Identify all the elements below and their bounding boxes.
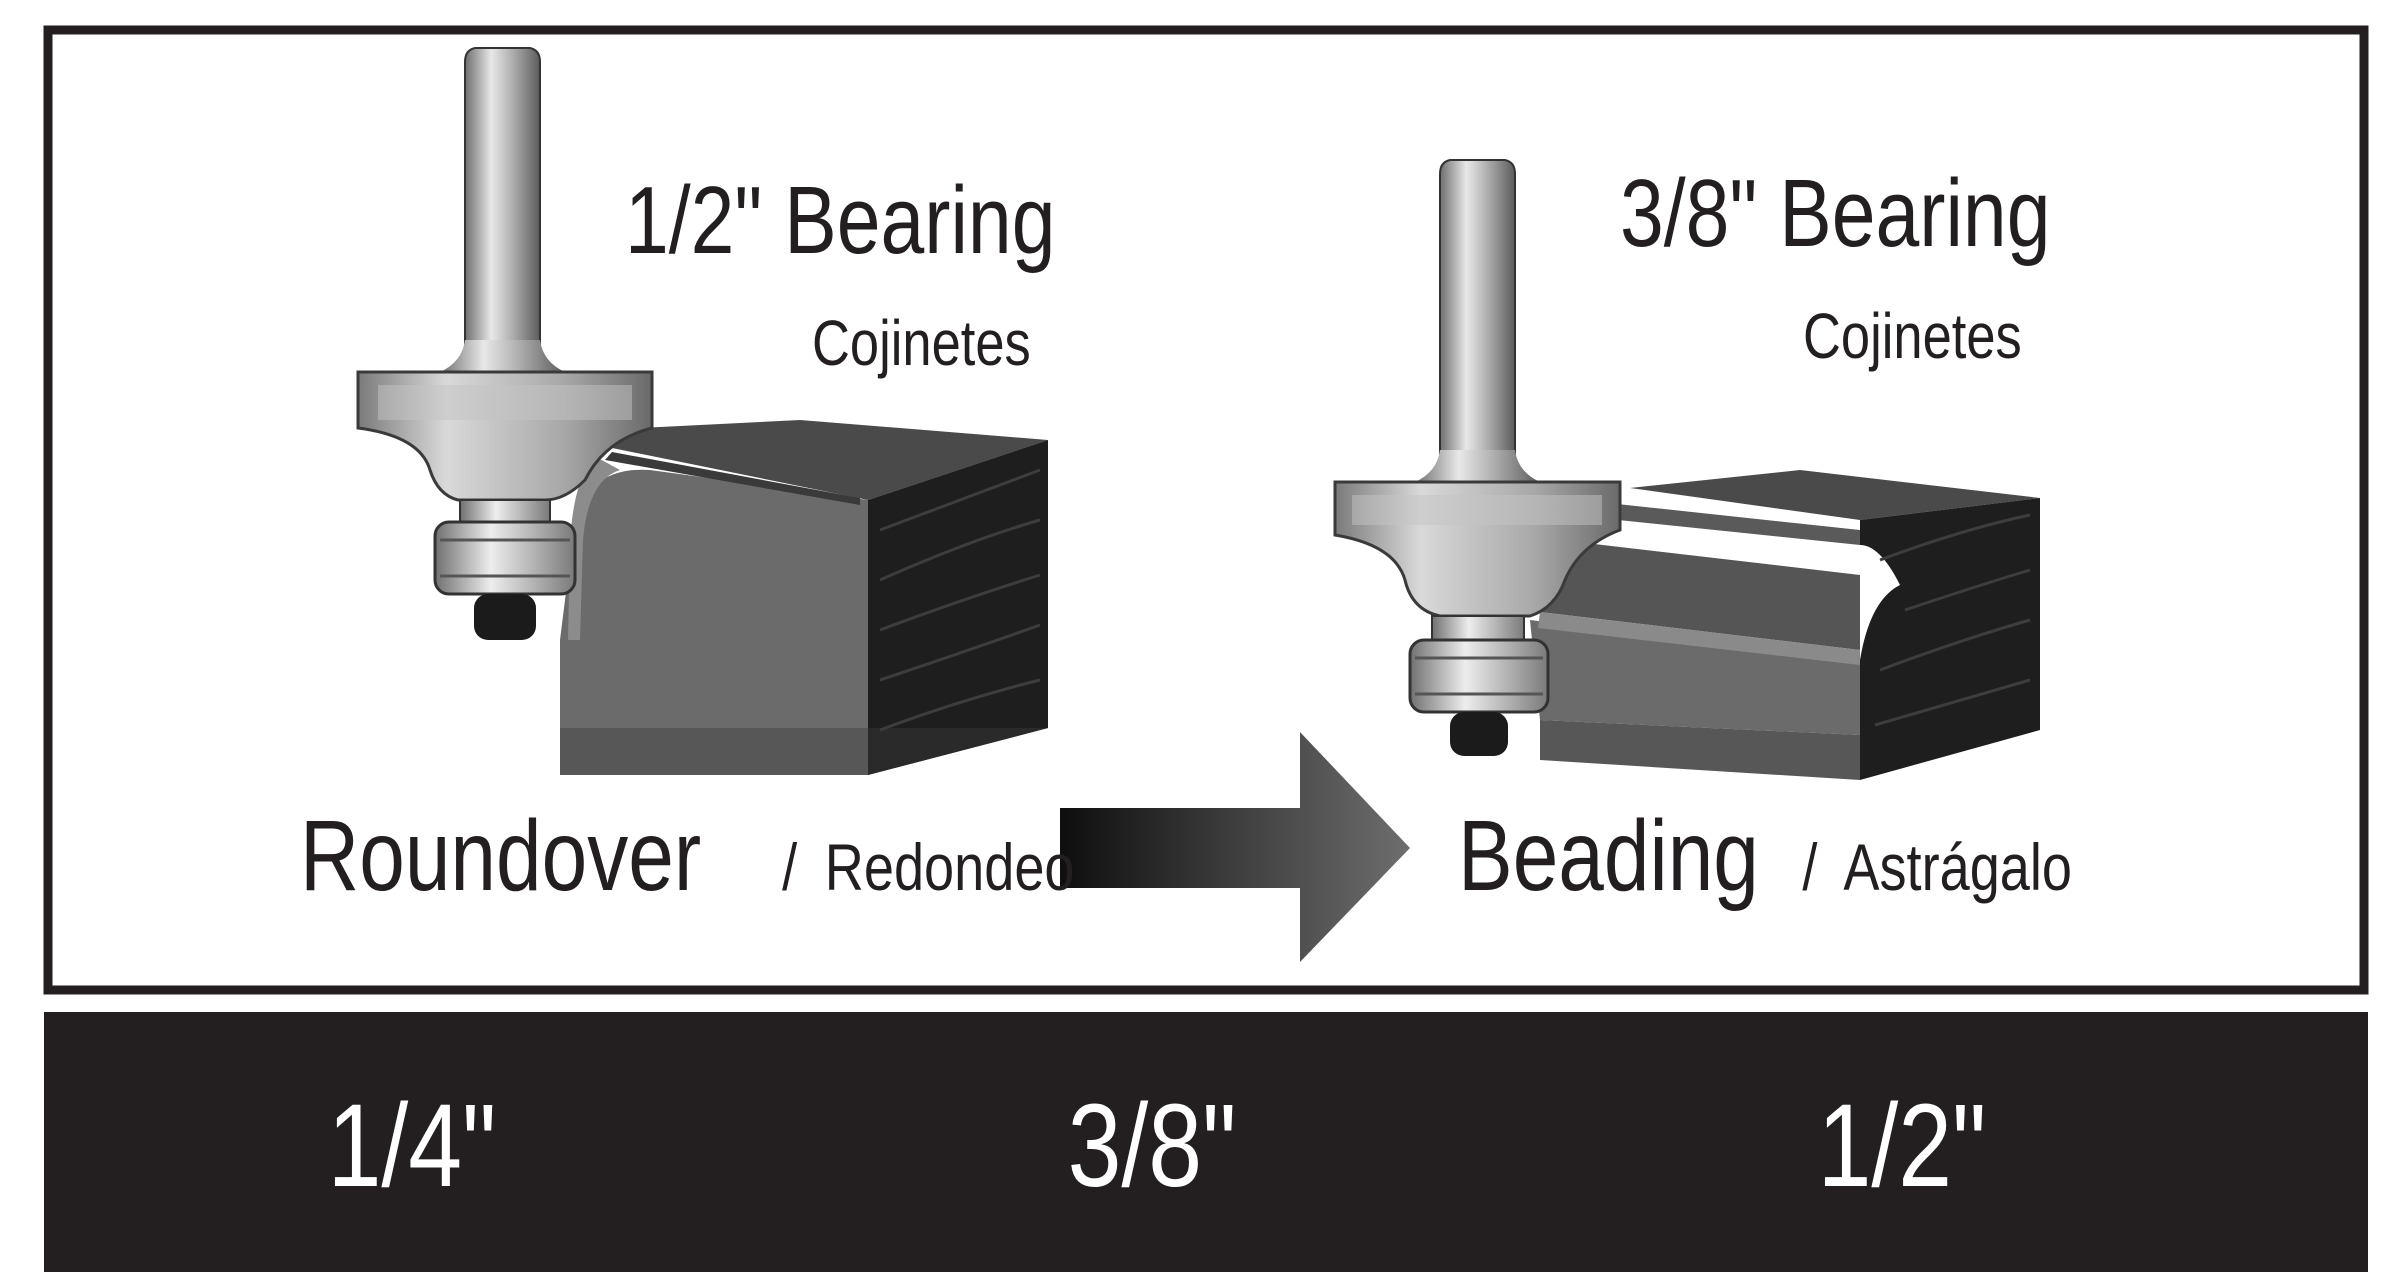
size-half-inch: 1/2" xyxy=(1818,1079,1987,1211)
beading-caption: Beading / Astrágalo xyxy=(1458,800,2072,912)
roundover-router-bit xyxy=(356,47,654,640)
transition-arrow xyxy=(1060,732,1410,962)
roundover-caption: Roundover / Redondeo xyxy=(300,800,1075,912)
beading-separator: / xyxy=(1802,830,1817,904)
roundover-wood-block xyxy=(560,420,1048,775)
roundover-label: Roundover xyxy=(300,800,701,912)
right-bearing-label-es: Cojinetes xyxy=(1803,301,2022,372)
size-three-eighths-inch: 3/8" xyxy=(1068,1079,1237,1211)
roundover-label-es: Redondeo xyxy=(825,830,1075,904)
beading-router-bit xyxy=(1333,159,1622,756)
roundover-separator: / xyxy=(782,830,797,904)
beading-label: Beading xyxy=(1458,800,1759,912)
beading-label-es: Astrágalo xyxy=(1843,830,2072,904)
size-quarter-inch: 1/4" xyxy=(328,1079,497,1211)
beading-wood-block xyxy=(1530,470,2040,780)
left-bearing-label: 1/2" Bearing xyxy=(625,167,1055,274)
size-bar xyxy=(44,1012,2368,1272)
left-bearing-label-es: Cojinetes xyxy=(812,308,1031,379)
right-bearing-label: 3/8" Bearing xyxy=(1620,160,2050,267)
